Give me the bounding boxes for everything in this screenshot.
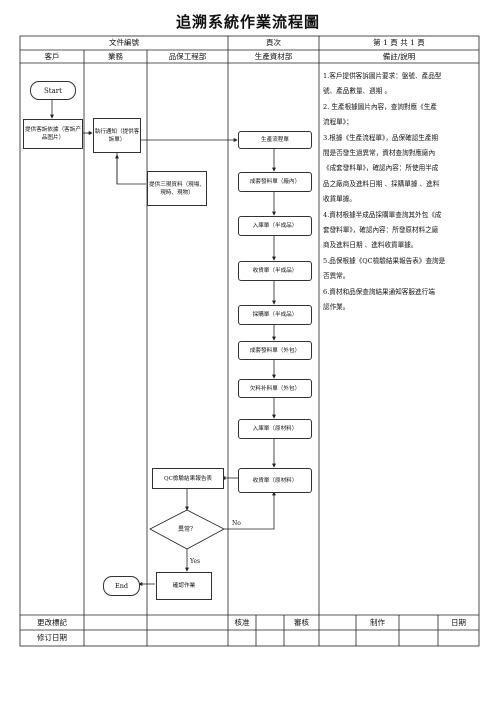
approve-label: 核准	[234, 618, 250, 627]
qa-provide-box: 提供三現資料（現場、現時、現物）	[147, 171, 207, 206]
note-line: 4.資材根據半成品採購單查詢其外包《成	[323, 210, 442, 219]
note-line: 間是否發生過異常，資材查詢對應廠內	[323, 149, 436, 158]
note-line: 品之廠商及進料日期 、採購單據 、進料	[323, 179, 440, 188]
end-terminal: End	[103, 576, 140, 596]
note-line: 收貨單據。	[323, 195, 356, 204]
col-sales: 業務	[108, 52, 123, 61]
note-line: 1.客戶提供客訴圖片要求：盤號、產品型	[323, 72, 442, 80]
revise-date-label: 修订日期	[37, 633, 67, 642]
doc-number-label: 文件編號	[109, 38, 139, 47]
page-label: 頁次	[266, 38, 281, 47]
col-production: 生產資材部	[254, 52, 293, 61]
review-label: 審核	[294, 618, 309, 627]
notes-panel: 1.客戶提供客訴圖片要求：盤號、產品型 號、產品數量、週期 。 2. 生產根據圖…	[323, 69, 478, 316]
receipt-semi-box: 收貨單（半成品）	[238, 261, 312, 281]
qc-report-box: QC檢驗結果報告表	[152, 468, 224, 489]
note-line: 商及進料日期 、進料收貨單據。	[323, 241, 418, 250]
note-line: 認作業。	[323, 303, 350, 312]
note-line: 2. 生產根據圖片內容，查詢對應《生產	[323, 102, 437, 111]
confirm-box: 確認作業	[156, 572, 212, 600]
col-notes: 備註/說明	[382, 52, 416, 61]
kit-issue-in-box: 成套發料單（廠內）	[238, 172, 312, 192]
note-line: 流程單》；	[323, 118, 353, 127]
sales-notice-box: 執行通知（提供客訴單）	[93, 118, 141, 153]
note-line: 《成套發料單》，確認內容：所使用半成	[323, 164, 439, 173]
decision-label: 異常？	[177, 526, 196, 533]
purchase-semi-box: 採購單（半成品）	[238, 305, 312, 325]
receipt-raw-box: 收貨單（原材料）	[238, 468, 312, 493]
yes-label: Yes	[190, 558, 201, 565]
receive-semi-box: 入庫單（半成品）	[238, 216, 312, 236]
note-line: 號、產品數量、週期 。	[323, 87, 392, 96]
page-value: 第 1 頁 共 1 頁	[373, 38, 425, 47]
note-line: 套發料單》，確認內容：所發原材料之廠	[323, 226, 439, 235]
customer-complaint-box: 提供客訴依據（客訴产品图片）	[23, 119, 83, 149]
decision-diamond	[149, 509, 225, 550]
col-qa: 品保工程部	[168, 52, 207, 61]
note-line: 6.資材和品保查詢結果通知客服進行端	[323, 287, 435, 296]
change-mark-label: 更改標記	[37, 618, 67, 627]
no-label: No	[232, 520, 241, 527]
made-label: 制作	[370, 618, 385, 627]
note-line: 5.品保根據《QC檢驗結果報告表》查詢是	[323, 256, 446, 265]
col-customer: 客戶	[44, 52, 60, 61]
start-terminal: Start	[30, 81, 76, 100]
receive-raw-box: 入庫單（原材料）	[238, 419, 312, 439]
note-line: 否異常。	[323, 272, 350, 281]
note-line: 3.根據《生產流程單》，品保確認生產期	[323, 133, 439, 142]
date-label: 日期	[451, 618, 466, 627]
kit-issue-out-box: 成套發料單（外包）	[238, 341, 312, 360]
prod-flow-box: 生產流程單	[238, 131, 312, 149]
issue-semi-out-box: 欠料补料單（外包）	[238, 379, 312, 398]
page-title: 追溯系統作業流程圖	[175, 13, 320, 31]
